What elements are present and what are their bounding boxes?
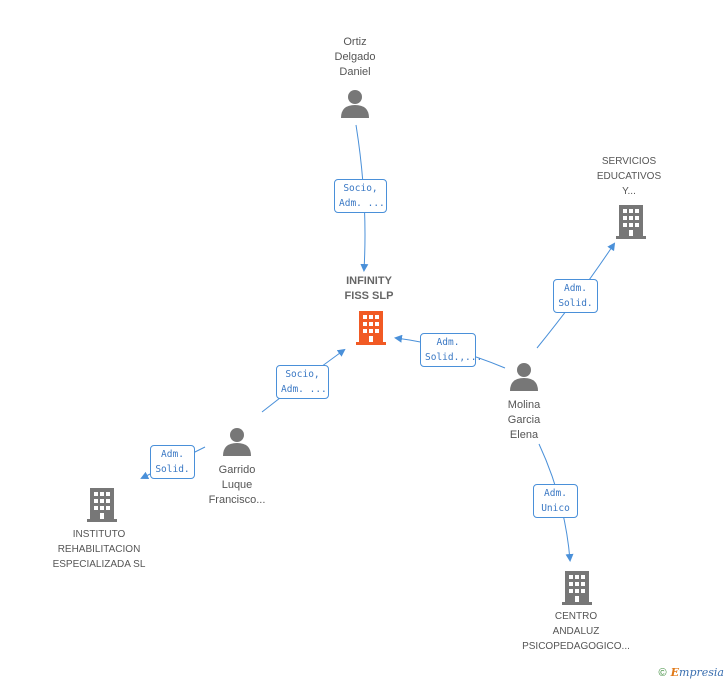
brand-logo: Empresia [670,666,724,679]
building-icon[interactable] [560,570,594,606]
node-label-ortiz[interactable]: Ortiz Delgado Daniel [334,36,376,78]
person-icon[interactable] [340,89,370,119]
node-label-garrido[interactable]: Garrido Luque Francisco... [208,464,266,506]
node-label-molina[interactable]: Molina Garcia Elena [507,399,541,441]
node-label-centro[interactable]: CENTRO ANDALUZ PSICOPEDAGOGICO... [522,611,630,652]
building-icon[interactable] [354,310,388,346]
edge-label-molina-servicios[interactable]: Adm. Solid. [553,279,598,313]
edge-label-garrido-instituto[interactable]: Adm. Solid. [150,445,195,479]
edge-label-garrido-center[interactable]: Socio, Adm. ... [276,365,329,399]
person-icon[interactable] [222,427,252,457]
person-icon[interactable] [509,362,539,392]
footer-brand: ©Empresia [659,666,724,679]
copyright-icon: © [658,667,667,679]
edge-label-molina-center[interactable]: Adm. Solid.,... [420,333,482,367]
node-label-servicios[interactable]: SERVICIOS EDUCATIVOS Y... [596,156,662,197]
node-label-instituto[interactable]: INSTITUTO REHABILITACION ESPECIALIZADA S… [52,529,146,570]
edge-label-molina-centro[interactable]: Adm. Unico [533,484,578,518]
edge-label-ortiz-center[interactable]: Socio, Adm. ... [334,179,387,213]
building-icon[interactable] [85,487,119,523]
building-icon[interactable] [614,204,648,240]
node-label-center[interactable]: INFINITY FISS SLP [344,275,394,302]
